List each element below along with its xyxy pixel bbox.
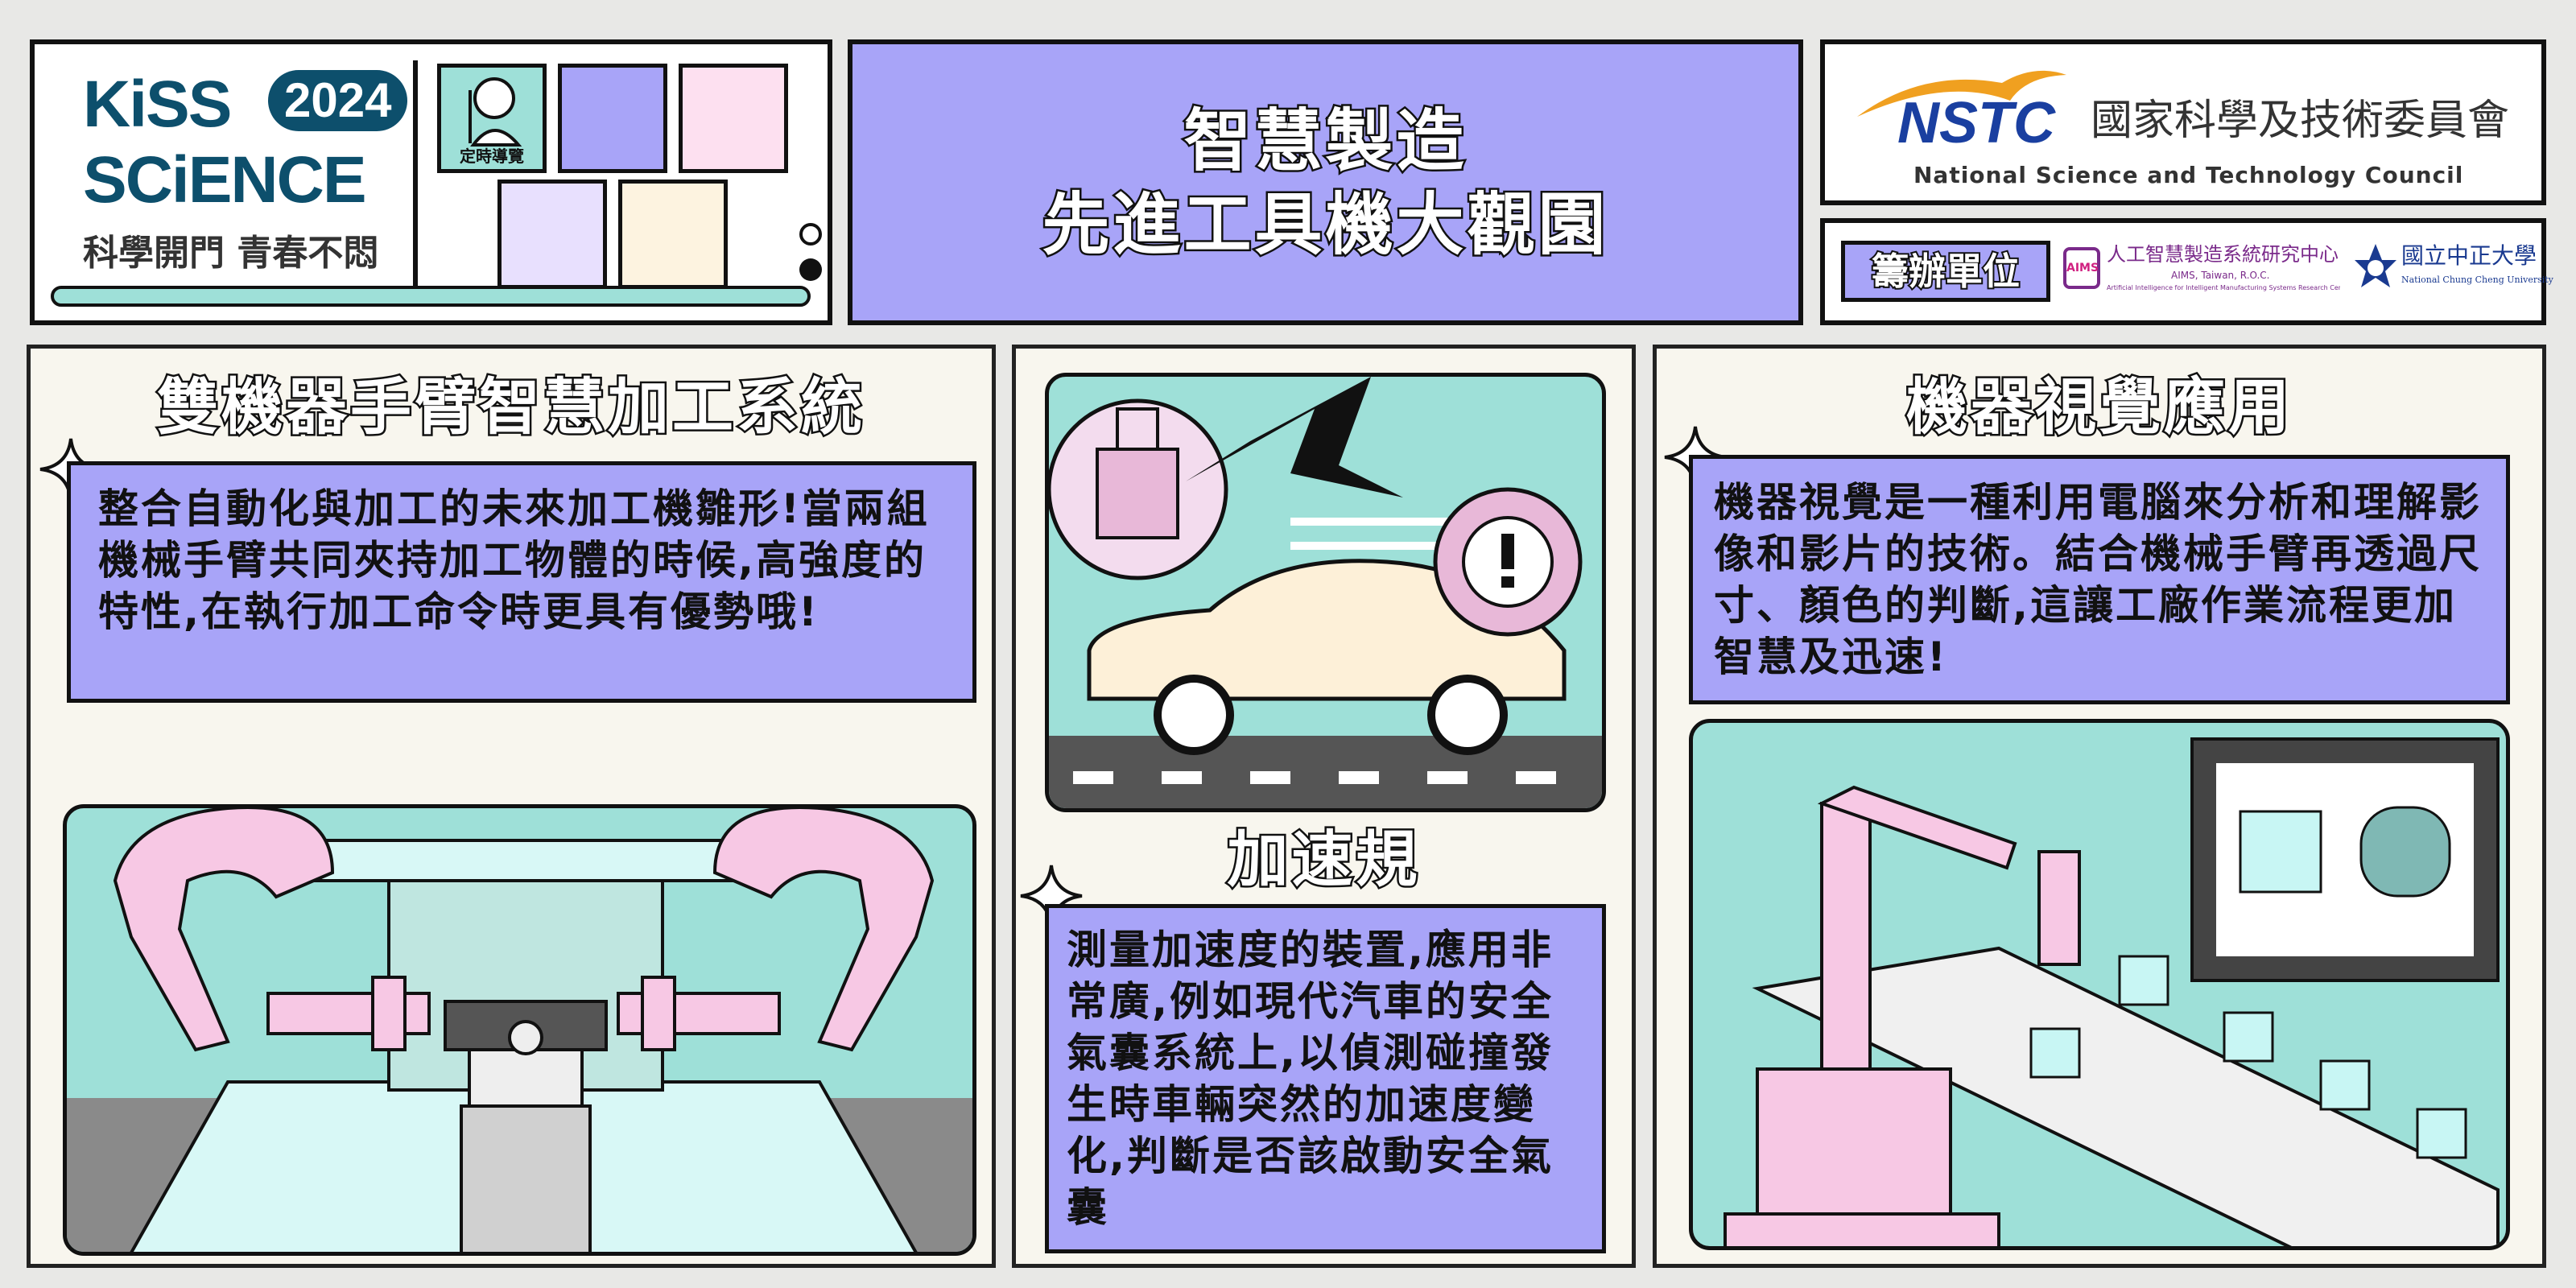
machine-vision-illustration: [1689, 719, 2510, 1250]
kiss-logo-line1: KiSS: [83, 68, 232, 141]
panel-description: 整合自動化與加工的未來加工機雛形!當兩組機械手臂共同夾持加工物體的時候,高強度的…: [67, 461, 976, 703]
ccu-name-en: National Chung Cheng University: [2401, 275, 2553, 285]
nstc-name-zh: 國家科學及技術委員會: [2091, 97, 2510, 145]
aims-name-en: AIMS, Taiwan, R.O.C.: [2171, 270, 2270, 281]
organizer-box: 籌辦單位 AIMS 人工智慧製造系統研究中心 AIMS, Taiwan, R.O…: [1820, 218, 2553, 325]
divider: [413, 60, 418, 294]
dot-indicator: [799, 258, 822, 281]
airbag-car-illustration: [1045, 373, 1606, 812]
nstc-logo-box: NSTC 國家科學及技術委員會 National Science and Tec…: [1820, 39, 2546, 205]
ccu-emblem-icon: [2355, 244, 2396, 287]
dot-indicator: [799, 223, 822, 246]
aims-name-zh: 人工智慧製造系統研究中心: [2107, 243, 2339, 266]
panel-description: 測量加速度的裝置,應用非常廣,例如現代汽車的安全氣囊系統上,以偵測碰撞發生時車輛…: [1045, 904, 1606, 1253]
event-logo-box: KiSS SCiENCE 2024 科學開門 青春不悶 定時導覽: [30, 39, 832, 325]
main-title: 智慧製造 先進工具機大觀園: [848, 39, 1803, 325]
nstc-abbr: NSTC: [1897, 91, 2055, 155]
color-tile: [618, 180, 728, 289]
slogan: 科學開門 青春不悶: [83, 233, 379, 274]
ccu-name-zh: 國立中正大學: [2401, 242, 2537, 269]
panel-description: 機器視覺是一種利用電腦來分析和理解影像和影片的技術。結合機械手臂再透過尺寸、顏色…: [1689, 455, 2510, 704]
nstc-arc-icon: [1857, 70, 2066, 117]
panel-dual-robot-arm: 雙機器手臂智慧加工系統 整合自動化與加工的未來加工機雛形!當兩組機械手臂共同夾持…: [27, 345, 996, 1268]
panel-title: 加速規: [1225, 823, 1421, 896]
nstc-name-en: National Science and Technology Council: [1913, 162, 2464, 188]
guide-person-icon: [469, 77, 522, 147]
guide-tile: 定時導覽: [437, 64, 547, 173]
color-tile: [497, 180, 607, 289]
kiss-logo-line2: SCiENCE: [83, 143, 367, 217]
aims-full-name: Artificial Intelligence for Intelligent …: [2107, 284, 2340, 291]
year-badge: 2024: [268, 70, 408, 131]
title-line: 先進工具機大觀園: [1040, 183, 1609, 266]
panel-title: 雙機器手臂智慧加工系統: [155, 370, 865, 444]
organizer-label: 籌辦單位: [1841, 241, 2050, 302]
panel-machine-vision: 機器視覺應用 機器視覺是一種利用電腦來分析和理解影像和影片的技術。結合機械手臂再…: [1653, 345, 2546, 1268]
panel-title: 機器視覺應用: [1905, 370, 2293, 444]
progress-bar: [51, 286, 811, 307]
dual-robot-arm-illustration: [63, 804, 976, 1256]
guide-label: 定時導覽: [460, 147, 524, 166]
title-line: 智慧製造: [1182, 99, 1468, 182]
panel-accelerometer: 加速規 測量加速度的裝置,應用非常廣,例如現代汽車的安全氣囊系統上,以偵測碰撞發…: [1012, 345, 1636, 1268]
aims-logo-icon: AIMS: [2063, 247, 2100, 289]
color-tile: [679, 64, 788, 173]
color-tile: [558, 64, 667, 173]
